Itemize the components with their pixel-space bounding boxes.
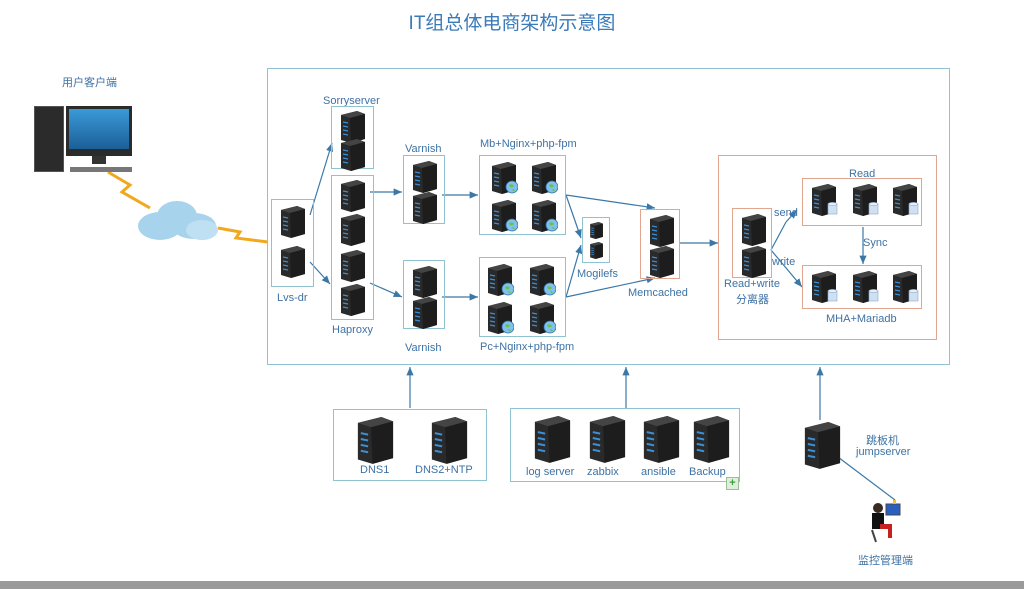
- haproxy-label: Haproxy: [332, 324, 373, 336]
- lvs-group: [271, 199, 314, 287]
- mb-nginx-group: [479, 155, 566, 235]
- backup-label: Backup: [689, 466, 726, 478]
- db-server-icon: [808, 182, 838, 216]
- sorryserver-group: [331, 106, 374, 171]
- database-frame: [718, 155, 937, 340]
- web-server-icon: [484, 300, 515, 334]
- pc-tower-icon: [34, 106, 64, 172]
- dns1-label: DNS1: [360, 464, 390, 476]
- web-server-icon: [488, 198, 519, 232]
- server-icon: [337, 178, 367, 212]
- main-cluster-frame: [267, 68, 950, 365]
- read-group: [802, 178, 922, 226]
- sync-label: Sync: [863, 237, 888, 249]
- web-server-icon: [528, 198, 559, 232]
- cloud-icon: [138, 201, 218, 240]
- keyboard-icon: [70, 167, 132, 172]
- server-icon: [646, 213, 676, 247]
- web-server-icon: [526, 300, 557, 334]
- server-icon: [337, 109, 367, 143]
- mha-label: MHA+Mariadb: [826, 313, 897, 325]
- write-label: write: [772, 256, 796, 268]
- jumpserver-label-en: jumpserver: [856, 446, 911, 458]
- server-icon: [529, 413, 573, 463]
- read-label: Read: [849, 168, 876, 180]
- jumpserver-label-cn: 跳板机: [866, 435, 899, 447]
- server-icon: [277, 204, 307, 238]
- server-icon: [277, 244, 307, 278]
- memcached-label: Memcached: [628, 287, 688, 299]
- sorryserver-label: Sorryserver: [323, 95, 380, 107]
- server-icon: [337, 212, 367, 246]
- db-server-icon: [849, 182, 879, 216]
- web-server-icon: [488, 160, 519, 194]
- jumpserver-icon: [799, 419, 843, 469]
- bottom-bar: [0, 581, 1024, 589]
- web-server-icon: [528, 160, 559, 194]
- pc-nginx-label: Pc+Nginx+php-fpm: [480, 341, 575, 353]
- ops-group: log server zabbix ansible Backup +: [510, 408, 740, 490]
- db-server-icon: [889, 182, 919, 216]
- varnish-bottom-group: [403, 260, 445, 329]
- pc-nginx-group: [479, 257, 566, 337]
- varnish-top-group: [403, 155, 445, 224]
- ansible-label: ansible: [641, 466, 676, 478]
- mogilefs-label: Mogilefs: [577, 268, 618, 280]
- dns-group: DNS1 DNS2+NTP: [333, 409, 487, 481]
- server-icon: [688, 413, 732, 463]
- server-icon: [738, 244, 768, 278]
- admin-label: 监控管理端: [858, 555, 913, 567]
- mogilefs-group: [582, 217, 610, 263]
- rw-splitter-label-1: Read+write: [724, 278, 780, 290]
- db-server-icon: [808, 269, 838, 303]
- add-icon[interactable]: +: [726, 477, 739, 490]
- server-icon: [587, 241, 605, 259]
- db-server-icon: [889, 269, 919, 303]
- admin-user-icon: [871, 500, 901, 543]
- web-server-icon: [484, 262, 515, 296]
- server-icon: [584, 413, 628, 463]
- server-icon: [638, 413, 682, 463]
- rw-splitter-label-2: 分离器: [736, 294, 769, 306]
- diagram-title: IT组总体电商架构示意图: [408, 13, 616, 34]
- haproxy-group: [331, 175, 374, 320]
- varnish-bottom-label: Varnish: [405, 342, 442, 354]
- server-icon: [337, 137, 367, 171]
- server-icon: [409, 190, 439, 224]
- server-icon: [738, 212, 768, 246]
- rw-splitter-group: [732, 208, 772, 278]
- server-icon: [587, 221, 605, 239]
- client-label: 用户客户端: [62, 77, 117, 89]
- mha-group: [802, 265, 922, 309]
- log-server-label: log server: [526, 466, 575, 478]
- monitor-icon: [66, 106, 132, 156]
- server-icon: [409, 295, 439, 329]
- server-icon: [337, 282, 367, 316]
- mb-nginx-label: Mb+Nginx+php-fpm: [480, 138, 577, 150]
- web-server-icon: [526, 262, 557, 296]
- memcached-group: [640, 209, 680, 279]
- server-icon: [646, 244, 676, 278]
- server-icon: [426, 414, 470, 464]
- dns2-label: DNS2+NTP: [415, 464, 473, 476]
- server-icon: [409, 159, 439, 193]
- server-icon: [337, 248, 367, 282]
- server-icon: [352, 414, 396, 464]
- send-label: send: [774, 207, 798, 219]
- lvs-label: Lvs-dr: [277, 292, 308, 304]
- lightning-link-lvs: [217, 226, 269, 244]
- zabbix-label: zabbix: [587, 466, 619, 478]
- server-icon: [409, 264, 439, 298]
- varnish-top-label: Varnish: [405, 143, 442, 155]
- db-server-icon: [849, 269, 879, 303]
